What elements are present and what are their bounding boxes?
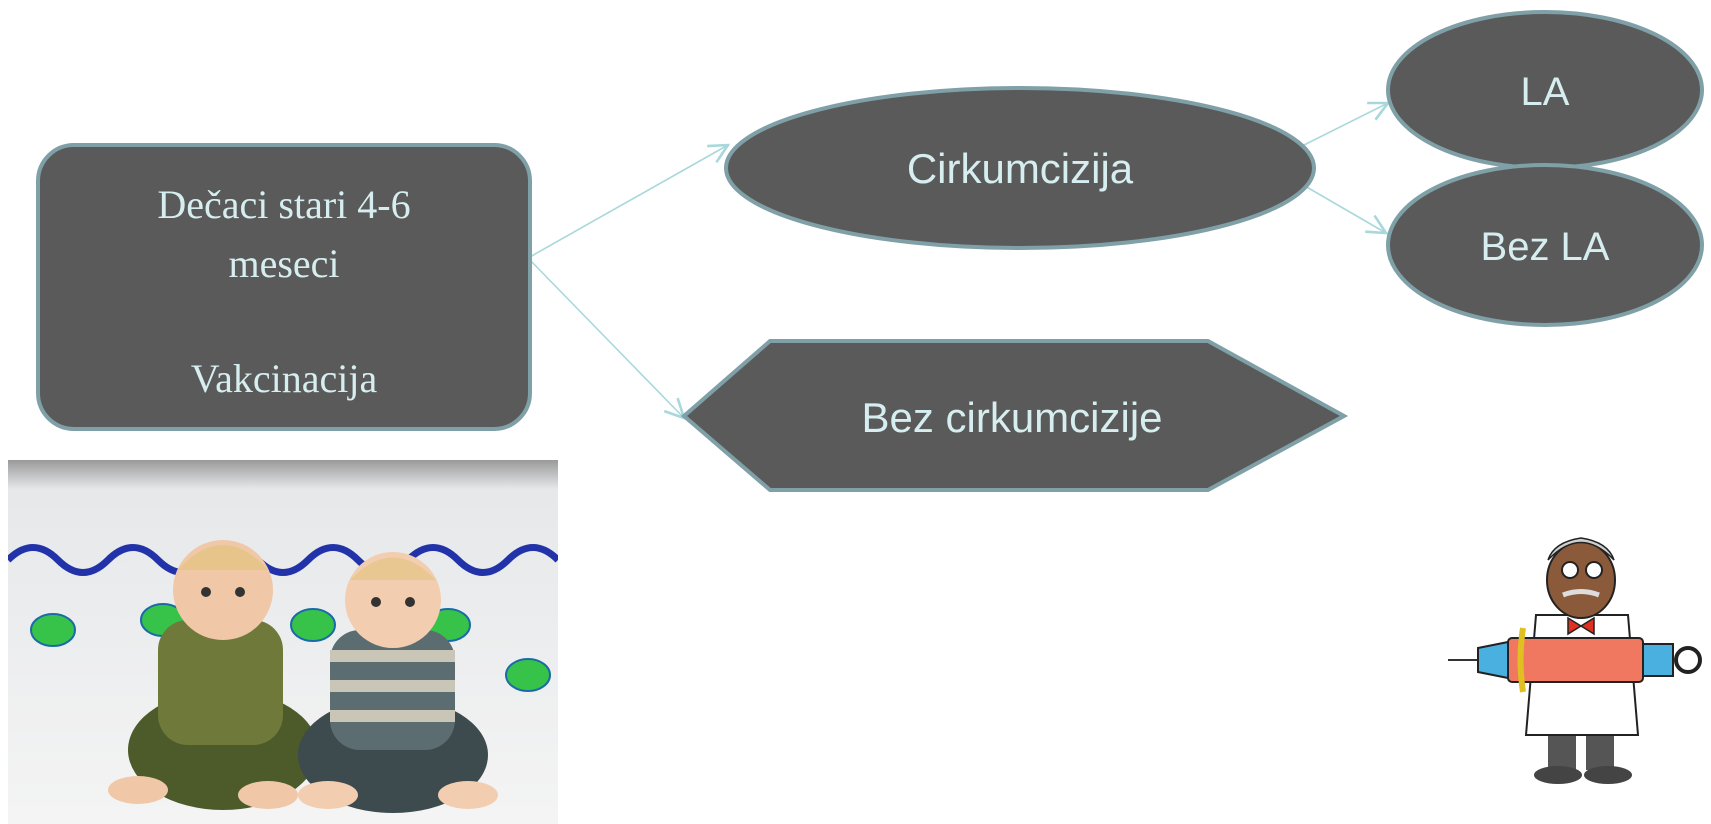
baby-right [298, 552, 498, 813]
connector-root-to-circumcision [527, 145, 728, 259]
connector-root-to-no-circumcision [527, 257, 684, 418]
circumcision-node: Cirkumcizija [724, 86, 1316, 250]
connector-circumcision-to-la [1297, 103, 1388, 149]
la-label: LA [1521, 70, 1570, 114]
root-node: Dečaci stari 4-6 meseci Vakcinacija [36, 143, 532, 431]
no-la-node: Bez LA [1386, 163, 1704, 327]
no-circumcision-label: Bez cirkumcizije [861, 394, 1162, 441]
la-node: LA [1386, 10, 1704, 170]
circumcision-label: Cirkumcizija [907, 145, 1134, 192]
no-circumcision-node: Bez cirkumcizije [680, 339, 1349, 492]
syringe-icon [1448, 627, 1702, 693]
root-node-line3: Vakcinacija [191, 356, 378, 401]
root-node-line1: Dečaci stari 4-6 [157, 182, 410, 227]
baby-left [108, 540, 318, 810]
root-node-line2: meseci [228, 241, 339, 286]
connector-circumcision-to-no-la [1297, 181, 1386, 233]
wave-decoration [8, 544, 558, 576]
connectors [527, 103, 1388, 418]
no-la-label: Bez LA [1481, 225, 1610, 269]
babies-photo [8, 460, 558, 824]
doctor-clipart [1448, 520, 1711, 786]
